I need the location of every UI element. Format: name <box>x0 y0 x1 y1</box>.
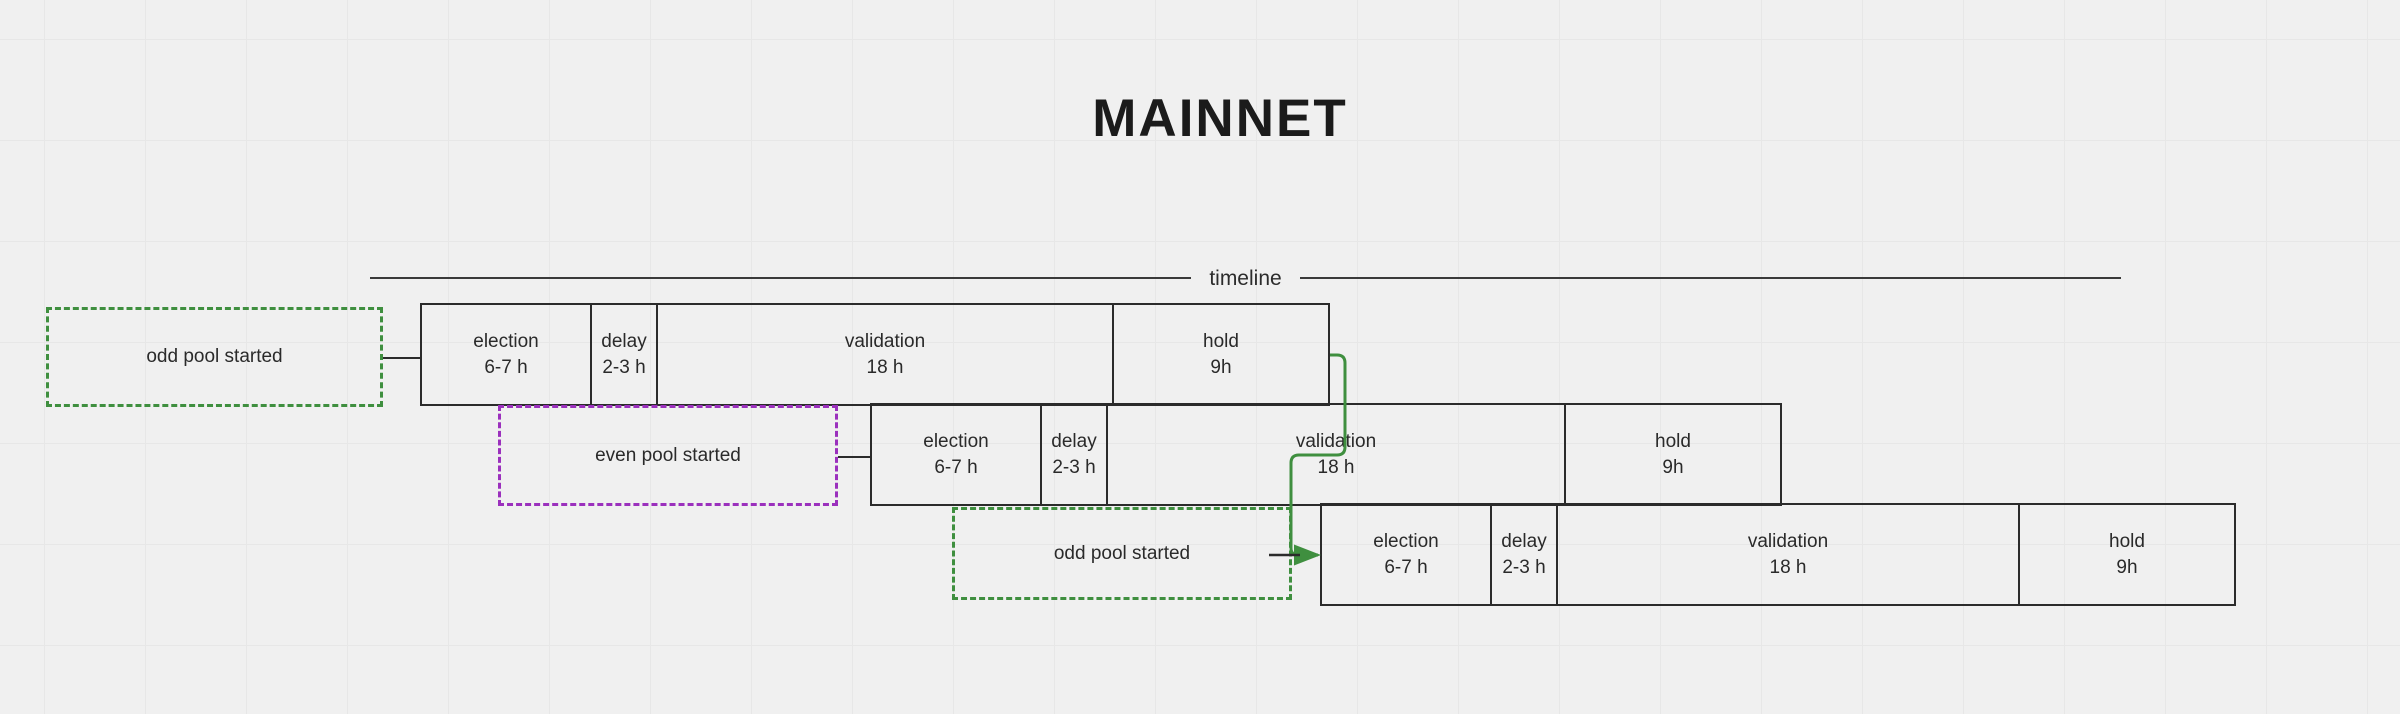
phase-name: hold <box>2109 531 2145 553</box>
phase-box-validation-3[interactable]: validation 18 h <box>1556 503 2020 606</box>
phase-duration: 18 h <box>866 356 904 378</box>
phase-name: validation <box>844 331 926 353</box>
phase-name: election <box>923 431 989 453</box>
timeline-label: timeline <box>1209 266 1282 290</box>
cycle-row-3: election 6-7 h delay 2-3 h validation 18… <box>1320 503 2236 606</box>
phase-name: validation <box>1295 431 1377 453</box>
note-even-pool-started[interactable]: even pool started <box>498 405 838 506</box>
cycle-row-2: election 6-7 h delay 2-3 h validation 18… <box>870 403 1782 506</box>
phase-duration: 6-7 h <box>484 356 528 378</box>
phase-name: hold <box>1655 431 1691 453</box>
phase-name: delay <box>1501 531 1547 553</box>
phase-duration: 9h <box>1662 456 1684 478</box>
note-leader-1 <box>383 357 422 359</box>
phase-duration: 9h <box>2116 556 2138 578</box>
phase-duration: 18 h <box>1317 456 1355 478</box>
phase-name: hold <box>1203 331 1239 353</box>
timeline-axis-line-right <box>1299 277 2121 279</box>
timeline-axis-line-left <box>370 277 1192 279</box>
note-odd-pool-started-1[interactable]: odd pool started <box>46 307 383 407</box>
phase-name: delay <box>1051 431 1097 453</box>
phase-box-validation-2[interactable]: validation 18 h <box>1106 403 1566 506</box>
page-title: MAINNET <box>1092 89 1348 148</box>
note-label: odd pool started <box>1053 542 1191 564</box>
phase-box-hold-1[interactable]: hold 9h <box>1112 303 1330 406</box>
phase-duration: 6-7 h <box>934 456 978 478</box>
phase-duration: 9h <box>1210 356 1232 378</box>
note-odd-pool-started-2[interactable]: odd pool started <box>952 507 1292 600</box>
phase-name: election <box>1373 531 1439 553</box>
phase-box-hold-2[interactable]: hold 9h <box>1564 403 1782 506</box>
timeline-axis: timeline <box>370 262 2121 294</box>
phase-name: validation <box>1747 531 1829 553</box>
phase-name: election <box>473 331 539 353</box>
phase-duration: 2-3 h <box>602 356 646 378</box>
note-label: odd pool started <box>146 346 283 367</box>
phase-name: delay <box>601 331 647 353</box>
phase-box-election-3[interactable]: election 6-7 h <box>1320 503 1492 606</box>
phase-box-hold-3[interactable]: hold 9h <box>2018 503 2236 606</box>
phase-box-validation-1[interactable]: validation 18 h <box>656 303 1114 406</box>
phase-duration: 2-3 h <box>1052 456 1096 478</box>
phase-duration: 18 h <box>1769 556 1807 578</box>
phase-box-delay-1[interactable]: delay 2-3 h <box>590 303 658 406</box>
phase-box-election-1[interactable]: election 6-7 h <box>420 303 592 406</box>
note-leader-2 <box>838 456 872 458</box>
note-label: even pool started <box>595 444 741 466</box>
phase-box-delay-2[interactable]: delay 2-3 h <box>1040 403 1108 506</box>
phase-box-election-2[interactable]: election 6-7 h <box>870 403 1042 506</box>
phase-duration: 6-7 h <box>1384 556 1428 578</box>
phase-duration: 2-3 h <box>1502 556 1546 578</box>
phase-box-delay-3[interactable]: delay 2-3 h <box>1490 503 1558 606</box>
cycle-row-1: election 6-7 h delay 2-3 h validation 18… <box>420 303 1330 406</box>
